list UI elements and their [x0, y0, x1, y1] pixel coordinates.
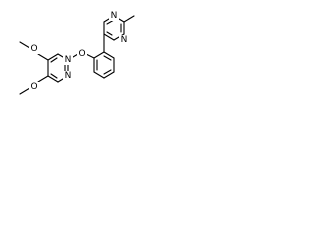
- bond: [93, 51, 105, 59]
- dimethoxypyrimidine-ring: [19, 41, 69, 95]
- methyl-bond: [123, 15, 135, 23]
- atom-o: O: [30, 82, 37, 92]
- bond: [47, 75, 59, 83]
- label-bg: [63, 55, 73, 65]
- methoxy-bond: [37, 53, 49, 61]
- bond: [93, 71, 105, 79]
- atom-o: O: [78, 49, 85, 59]
- structure-canvas: N N O N N O O: [0, 0, 155, 135]
- label-bg: [63, 71, 73, 81]
- bond: [103, 33, 115, 41]
- methyl-bond: [19, 41, 31, 49]
- atom-n: N: [65, 71, 72, 81]
- bond: [103, 71, 115, 79]
- double-bond-inner: [103, 69, 112, 75]
- double-bond-inner: [106, 31, 113, 36]
- atom-n: N: [111, 11, 118, 21]
- double-bond-inner: [103, 55, 112, 61]
- label-bg: [119, 35, 129, 45]
- label-bg: [29, 82, 39, 92]
- atom-labels: N N O N N O O: [29, 11, 129, 92]
- double-bond-inner: [50, 57, 58, 63]
- label-bg: [29, 44, 39, 54]
- bond: [47, 53, 59, 61]
- double-bond-inner: [50, 73, 58, 79]
- atom-n: N: [121, 35, 128, 45]
- bond: [103, 51, 115, 59]
- atom-n: N: [65, 55, 72, 65]
- atom-o: O: [30, 44, 37, 54]
- label-bg: [109, 11, 119, 21]
- label-bg: [77, 49, 87, 59]
- chemical-structure-diagram: N N O N N O O: [19, 11, 135, 95]
- methoxy-bond: [37, 75, 49, 83]
- bond: [85, 53, 95, 59]
- benzene-ring: [93, 39, 115, 79]
- methyl-bond: [19, 87, 31, 95]
